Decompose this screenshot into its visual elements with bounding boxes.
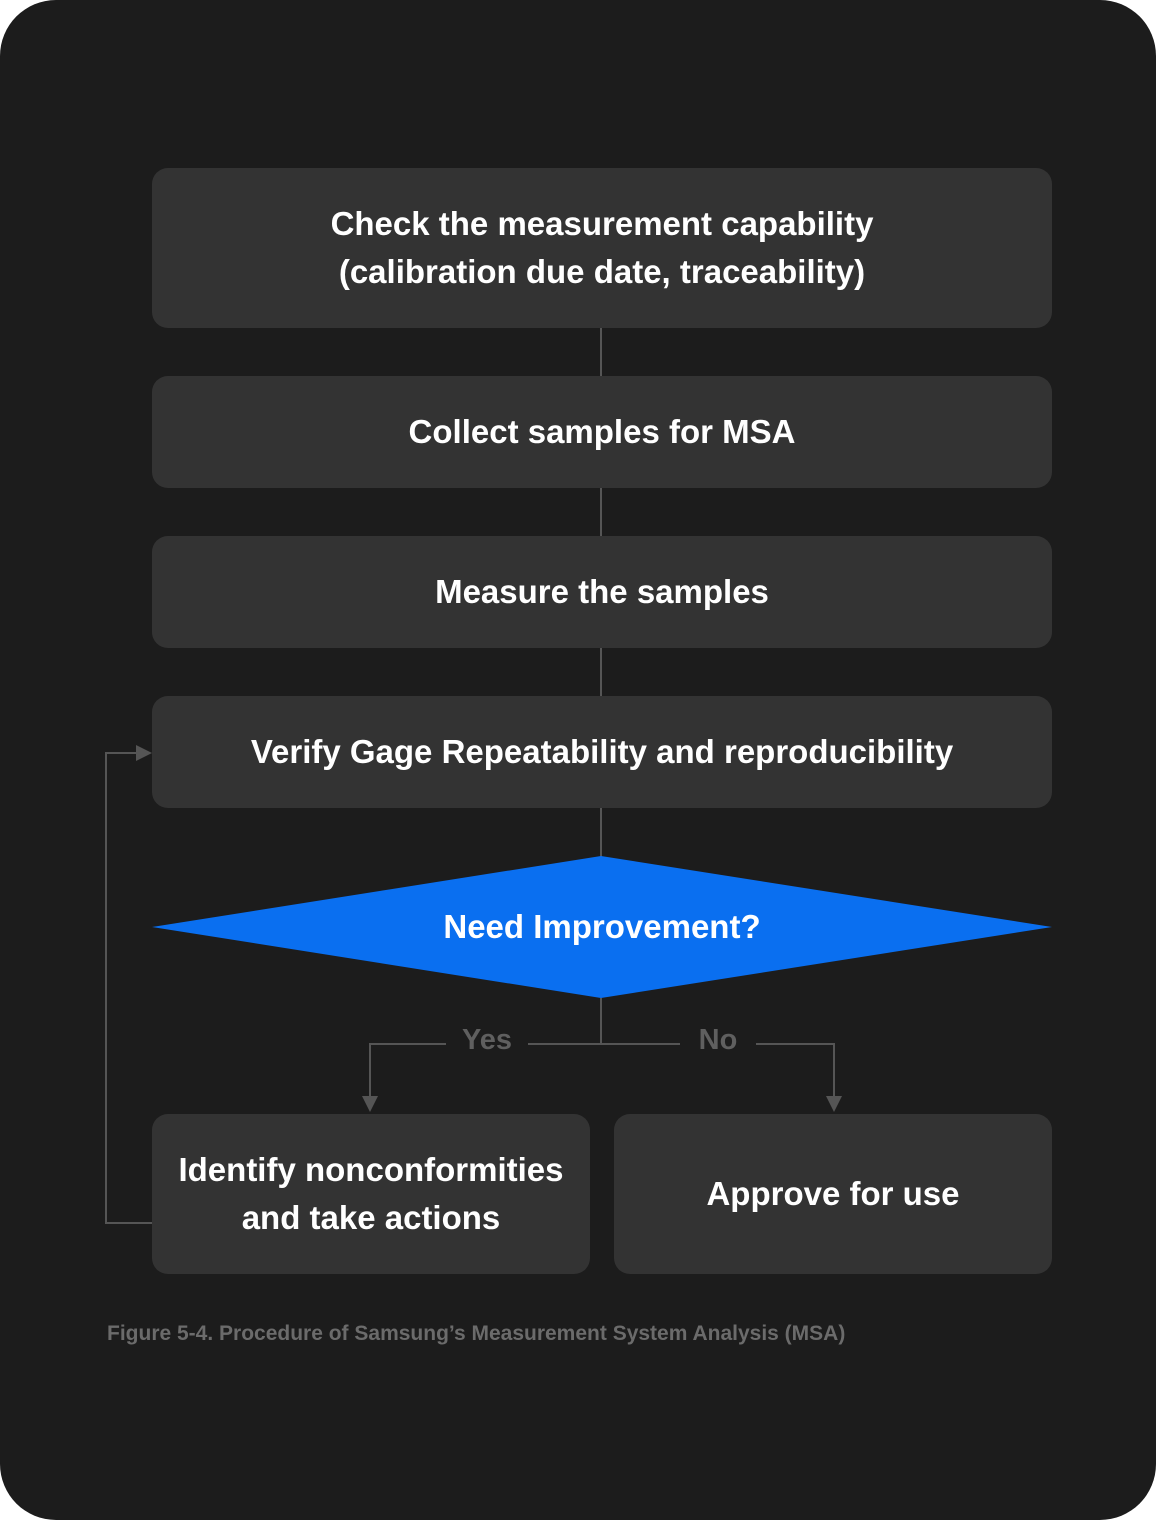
yes-branch-label: Yes xyxy=(462,1024,512,1056)
decision-label: Need Improvement? xyxy=(443,908,761,945)
step-check-measurement-capability: Check the measurement capability (calibr… xyxy=(152,168,1052,328)
step-collect-samples: Collect samples for MSA xyxy=(152,376,1052,488)
no-branch-label: No xyxy=(698,1024,738,1056)
feedback-arrowhead xyxy=(136,745,152,761)
no-branch-line xyxy=(756,1043,835,1096)
step-identify-line-2: and take actions xyxy=(241,1199,501,1236)
decision-diamond xyxy=(152,856,1052,998)
yes-arrowhead xyxy=(362,1096,378,1112)
no-arrowhead xyxy=(826,1096,842,1112)
step-identify-line-1: Identify nonconformities xyxy=(178,1151,564,1188)
step-measure-samples: Measure the samples xyxy=(152,536,1052,648)
step-approve-label: Approve for use xyxy=(706,1175,960,1212)
step-verify-label: Verify Gage Repeatability and reproducib… xyxy=(250,733,954,770)
step-check-line-1: Check the measurement capability xyxy=(330,205,874,242)
step-approve-for-use: Approve for use xyxy=(614,1114,1052,1274)
step-collect-label: Collect samples for MSA xyxy=(408,413,796,450)
step-measure-label: Measure the samples xyxy=(435,573,769,610)
step-verify-grr: Verify Gage Repeatability and reproducib… xyxy=(152,696,1052,808)
step-identify-nonconformities: Identify nonconformities and take action… xyxy=(152,1114,590,1274)
feedback-loop-line xyxy=(105,752,152,1224)
figure-caption: Figure 5-4. Procedure of Samsung’s Measu… xyxy=(107,1322,846,1345)
yes-branch-line xyxy=(369,1043,446,1096)
step-check-line-2: (calibration due date, traceability) xyxy=(338,253,866,290)
